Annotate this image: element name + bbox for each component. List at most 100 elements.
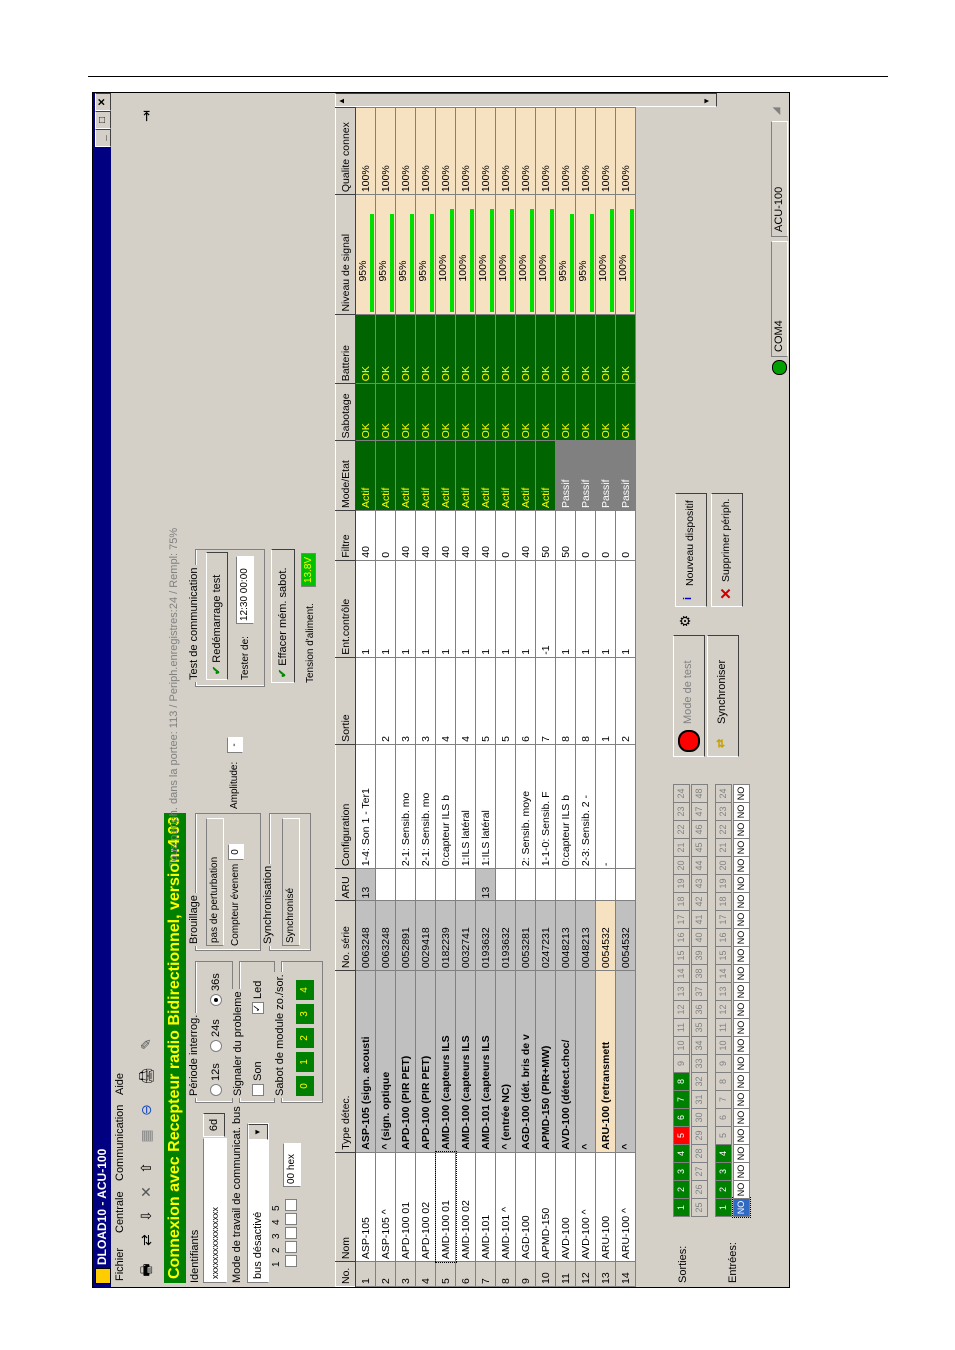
mode-bus-select[interactable]: bus désactivé ▼ bbox=[247, 1123, 269, 1283]
minimize-button[interactable]: _ bbox=[95, 129, 111, 147]
table-cell-batterie[interactable]: OK bbox=[515, 314, 536, 384]
col-mode[interactable]: Mode/Etat bbox=[335, 440, 356, 511]
table-cell-batterie[interactable]: OK bbox=[355, 314, 376, 384]
table-cell-signal[interactable]: 95% bbox=[415, 194, 436, 315]
table-cell-filtre[interactable]: 0 bbox=[615, 510, 636, 561]
table-cell-ent[interactable]: 1 bbox=[435, 560, 456, 658]
table-cell-sortie[interactable]: 2 bbox=[615, 657, 636, 745]
sortie-cell[interactable]: 9 bbox=[673, 1054, 690, 1073]
table-cell-aru[interactable] bbox=[495, 868, 516, 901]
entree-state-cell[interactable]: NO bbox=[733, 838, 750, 857]
table-cell-nom[interactable]: APD-100 01 bbox=[395, 1152, 416, 1262]
table-cell-type[interactable]: APMD-150 (PIR+MW) bbox=[535, 970, 556, 1153]
table-cell-nom[interactable]: AVD-100 ^ bbox=[575, 1152, 596, 1262]
table-cell-sabotage[interactable]: OK bbox=[515, 383, 536, 441]
entree-state-cell[interactable]: NO bbox=[733, 1018, 750, 1037]
table-cell-aru[interactable] bbox=[615, 868, 636, 901]
table-cell-serie[interactable]: 0063248 bbox=[375, 901, 396, 971]
entree-cell[interactable]: 14 bbox=[715, 964, 732, 983]
table-cell-serie[interactable]: 0048213 bbox=[555, 901, 576, 971]
table-cell-aru[interactable] bbox=[555, 868, 576, 901]
table-cell-signal[interactable]: 100% bbox=[595, 194, 616, 315]
restart-test-button[interactable]: ✔ Redémarrage test bbox=[206, 552, 228, 680]
table-cell-batterie[interactable]: OK bbox=[455, 314, 476, 384]
table-cell-ent[interactable]: 1 bbox=[415, 560, 436, 658]
table-cell-qualite[interactable]: 100% bbox=[595, 107, 616, 195]
table-cell-sortie[interactable]: 6 bbox=[515, 657, 536, 745]
table-cell-sortie[interactable]: 3 bbox=[415, 657, 436, 745]
sortie-cell[interactable]: 28 bbox=[691, 1144, 708, 1163]
table-cell-no[interactable]: 5 bbox=[435, 1261, 456, 1287]
keypad-icon[interactable]: ▦ bbox=[138, 1129, 154, 1143]
entree-state-cell[interactable]: NO bbox=[733, 1000, 750, 1019]
sortie-cell[interactable]: 8 bbox=[673, 1072, 690, 1091]
table-cell-qualite[interactable]: 100% bbox=[555, 107, 576, 195]
resize-grip-icon[interactable]: ◢ bbox=[771, 107, 782, 115]
table-cell-nom[interactable]: APD-100 02 bbox=[415, 1152, 436, 1262]
col-signal[interactable]: Niveau de signal bbox=[335, 194, 356, 315]
table-cell-filtre[interactable]: 40 bbox=[435, 510, 456, 561]
table-cell-qualite[interactable]: 100% bbox=[575, 107, 596, 195]
radio-36s[interactable]: 36s bbox=[210, 973, 223, 1006]
sortie-cell[interactable]: 20 bbox=[673, 856, 690, 875]
sortie-cell[interactable]: 14 bbox=[673, 964, 690, 983]
col-batterie[interactable]: Batterie bbox=[335, 314, 356, 384]
entree-cell[interactable]: 11 bbox=[715, 1018, 732, 1037]
table-cell-ent[interactable]: 1 bbox=[355, 560, 376, 658]
table-cell-qualite[interactable]: 100% bbox=[415, 107, 436, 195]
table-cell-nom[interactable]: AGD-100 bbox=[515, 1152, 536, 1262]
entree-cell[interactable]: 22 bbox=[715, 820, 732, 839]
sortie-cell[interactable]: 12 bbox=[673, 1000, 690, 1019]
table-cell-config[interactable]: 2-1: Sensib. mo bbox=[415, 744, 436, 869]
table-cell-type[interactable]: APD-100 (PIR PET) bbox=[395, 970, 416, 1153]
table-cell-nom[interactable]: AMD-101 bbox=[475, 1152, 496, 1262]
table-cell-ent[interactable]: 1 bbox=[555, 560, 576, 658]
sortie-cell[interactable]: 43 bbox=[691, 874, 708, 893]
col-no[interactable]: No. bbox=[335, 1261, 356, 1287]
table-cell-serie[interactable]: 0029418 bbox=[415, 901, 436, 971]
mode-test-button[interactable]: Mode de test bbox=[673, 635, 705, 757]
sabot-cell-3[interactable]: 3 bbox=[296, 1004, 314, 1024]
entree-state-cell[interactable]: NO bbox=[733, 910, 750, 929]
sortie-cell[interactable]: 30 bbox=[691, 1108, 708, 1127]
table-cell-mode[interactable]: Actif bbox=[495, 440, 516, 511]
col-qualite[interactable]: Qualite connex bbox=[335, 107, 356, 195]
entree-cell[interactable]: 13 bbox=[715, 982, 732, 1001]
table-cell-aru[interactable] bbox=[435, 868, 456, 901]
table-cell-ent[interactable]: 1 bbox=[515, 560, 536, 658]
sortie-cell[interactable]: 39 bbox=[691, 946, 708, 965]
table-cell-mode[interactable]: Actif bbox=[395, 440, 416, 511]
table-cell-serie[interactable]: 0054532 bbox=[595, 901, 616, 971]
table-cell-batterie[interactable]: OK bbox=[555, 314, 576, 384]
table-cell-filtre[interactable]: 50 bbox=[535, 510, 556, 561]
table-cell-aru[interactable] bbox=[455, 868, 476, 901]
entree-cell[interactable]: 7 bbox=[715, 1090, 732, 1109]
col-type[interactable]: Type détec. bbox=[335, 970, 356, 1153]
table-cell-serie[interactable]: 0052891 bbox=[395, 901, 416, 971]
table-cell-type[interactable]: AMD-100 (capteurs ILS bbox=[435, 970, 456, 1153]
table-cell-mode[interactable]: Actif bbox=[375, 440, 396, 511]
table-cell-config[interactable]: 0:capteur ILS b bbox=[435, 744, 456, 869]
edit-icon[interactable]: ✎ bbox=[138, 1038, 154, 1050]
table-cell-no[interactable]: 10 bbox=[535, 1261, 556, 1287]
table-cell-mode[interactable]: Passif bbox=[575, 440, 596, 511]
table-cell-filtre[interactable]: 0 bbox=[375, 510, 396, 561]
table-cell-mode[interactable]: Actif bbox=[515, 440, 536, 511]
table-cell-config[interactable] bbox=[375, 744, 396, 869]
sabot-cell-4[interactable]: 4 bbox=[296, 980, 314, 1000]
identifiants-input[interactable]: xxxxxxxxxxxxxxxx bbox=[203, 1138, 227, 1283]
scroll-down-icon[interactable]: ▼ bbox=[702, 97, 711, 105]
table-cell-qualite[interactable]: 100% bbox=[435, 107, 456, 195]
link-icon[interactable]: ⊖ bbox=[138, 1104, 154, 1116]
table-cell-sortie[interactable]: 4 bbox=[435, 657, 456, 745]
table-cell-sabotage[interactable]: OK bbox=[435, 383, 456, 441]
entree-state-cell[interactable]: NO bbox=[733, 964, 750, 983]
table-cell-batterie[interactable]: OK bbox=[415, 314, 436, 384]
maximize-button[interactable]: □ bbox=[95, 111, 111, 129]
entree-state-cell[interactable]: NO bbox=[733, 820, 750, 839]
table-cell-filtre[interactable]: 40 bbox=[515, 510, 536, 561]
print-icon[interactable]: 🖶 bbox=[138, 1263, 154, 1277]
synchroniser-button[interactable]: ⇄ Synchroniser bbox=[707, 635, 739, 757]
